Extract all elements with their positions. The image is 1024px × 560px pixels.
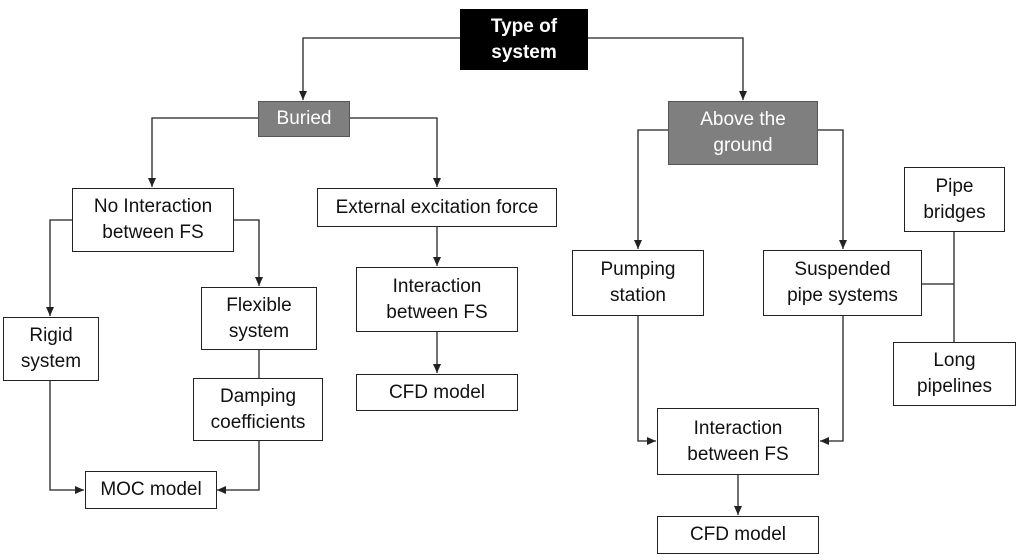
edge-pumping-interaction	[637, 316, 656, 445]
node-suspended-pipe-systems: Suspended pipe systems	[763, 250, 922, 316]
edge-above-pumping	[634, 129, 668, 249]
node-flexible-system: Flexible system	[201, 287, 317, 350]
node-type-of-system: Type of system	[460, 9, 588, 70]
node-rigid-system: Rigid system	[3, 317, 99, 381]
node-interaction-above: Interaction between FS	[657, 408, 819, 475]
node-pumping-station: Pumping station	[572, 250, 704, 316]
node-no-interaction: No Interaction between FS	[72, 188, 234, 252]
edge-damping-moc	[217, 441, 260, 494]
node-moc-model: MOC model	[85, 471, 217, 509]
edge-nointeraction-flexible	[234, 219, 263, 286]
node-cfd-model-above: CFD model	[657, 516, 819, 554]
edge-buried-nointeraction	[148, 117, 258, 187]
edge-buried-external	[350, 117, 441, 187]
node-interaction-buried: Interaction between FS	[356, 267, 518, 332]
edge-rigid-moc	[49, 381, 84, 494]
node-external-excitation-force: External excitation force	[317, 188, 557, 227]
node-pipe-bridges: Pipe bridges	[904, 167, 1005, 232]
edge-root-above	[588, 37, 747, 100]
node-cfd-model-buried: CFD model	[356, 374, 518, 411]
node-damping-coefficients: Damping coefficients	[193, 378, 323, 441]
edge-nointeraction-rigid	[46, 219, 72, 316]
node-buried: Buried	[258, 101, 350, 137]
node-long-pipelines: Long pipelines	[893, 342, 1016, 406]
node-above-the-ground: Above the ground	[668, 101, 818, 165]
edge-above-suspended	[818, 129, 847, 249]
edge-root-buried	[299, 37, 460, 100]
edge-suspended-interaction	[820, 316, 844, 445]
